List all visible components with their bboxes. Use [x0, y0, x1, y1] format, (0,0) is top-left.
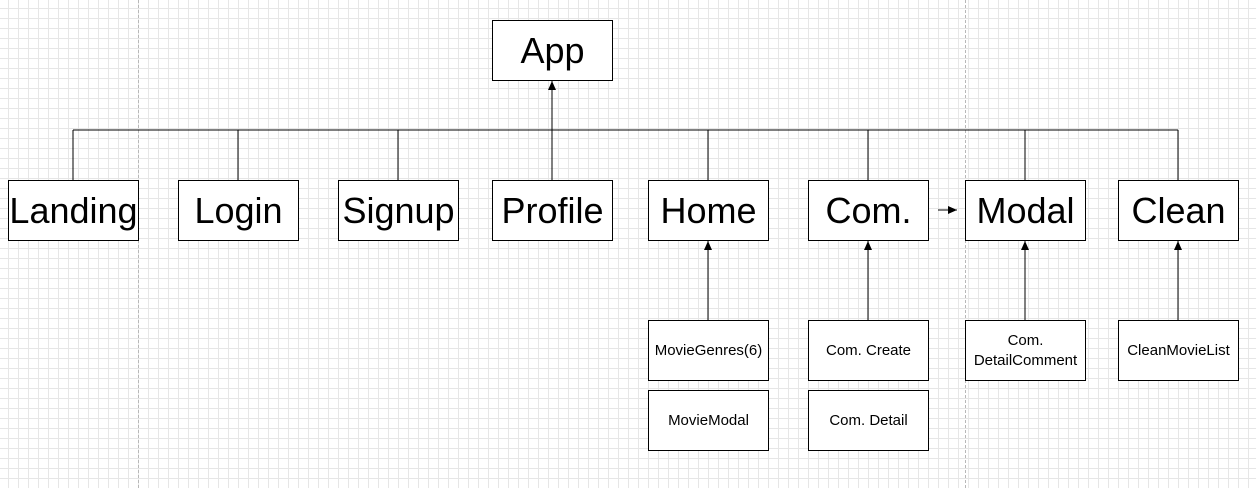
- node-home: Home: [648, 180, 769, 241]
- node-com-detailcomment: Com. DetailComment: [965, 320, 1086, 381]
- node-moviemodal: MovieModal: [648, 390, 769, 451]
- node-com: Com.: [808, 180, 929, 241]
- node-signup: Signup: [338, 180, 459, 241]
- node-modal: Modal: [965, 180, 1086, 241]
- node-moviegenres: MovieGenres(6): [648, 320, 769, 381]
- node-login: Login: [178, 180, 299, 241]
- page-break-left: [138, 0, 139, 488]
- node-clean: Clean: [1118, 180, 1239, 241]
- node-com-create: Com. Create: [808, 320, 929, 381]
- node-cleanmovielist: CleanMovieList: [1118, 320, 1239, 381]
- page-break-right: [965, 0, 966, 488]
- node-landing: Landing: [8, 180, 139, 241]
- node-app: App: [492, 20, 613, 81]
- node-com-detail: Com. Detail: [808, 390, 929, 451]
- node-profile: Profile: [492, 180, 613, 241]
